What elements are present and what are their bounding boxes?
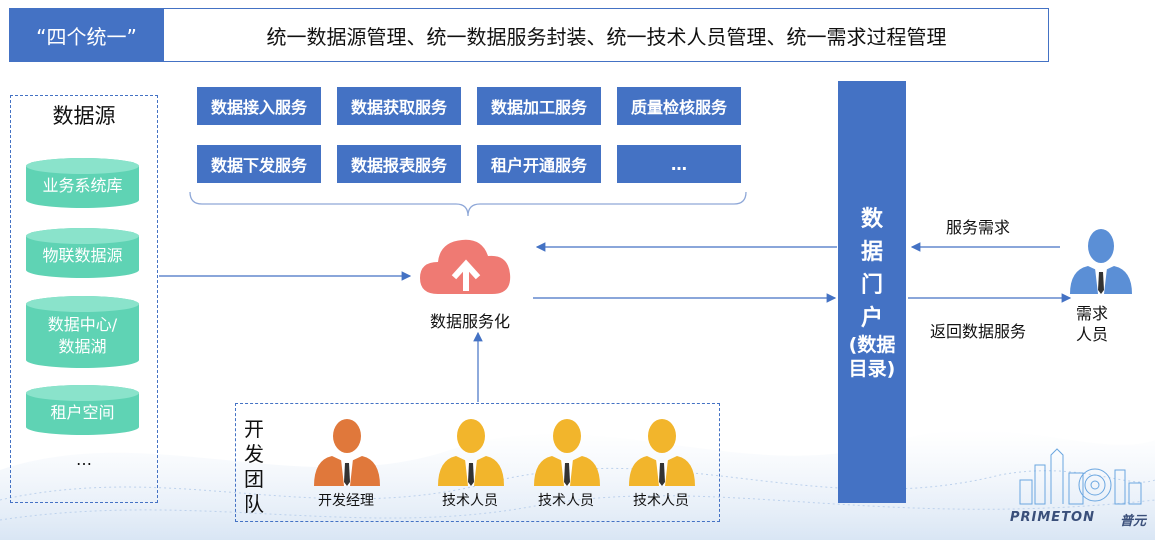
- member-label: 开发经理: [318, 493, 374, 509]
- service-quality-check: 质量检核服务: [617, 87, 741, 125]
- service-tenant-open: 租户开通服务: [477, 145, 601, 183]
- city-skyline-logo: [1019, 448, 1142, 505]
- portal-char: 据: [860, 240, 883, 265]
- service-data-process: 数据加工服务: [477, 87, 601, 125]
- logo-brand: PRIMETON: [1010, 510, 1095, 525]
- person-icon: [629, 419, 695, 486]
- cylinder-label: 物联数据源: [42, 246, 123, 265]
- cylinder-tenant-space: 租户空间: [26, 385, 139, 435]
- cloud-upload-icon: [420, 239, 511, 294]
- person-icon: [534, 419, 600, 486]
- person-icon: [1070, 229, 1132, 294]
- member-label: 技术人员: [633, 493, 689, 509]
- portal-char: 数: [860, 207, 883, 232]
- portal-char: 门: [860, 273, 883, 298]
- service-data-fetch: 数据获取服务: [337, 87, 461, 125]
- cylinder-label: 数据湖: [58, 337, 107, 356]
- cylinder-label: 数据中心/: [47, 315, 118, 334]
- requester-line2: 人员: [1076, 325, 1109, 344]
- header-bar: [9, 8, 1049, 62]
- person-icon: [438, 419, 504, 486]
- center-label: 数据服务化: [429, 312, 510, 331]
- service-more: …: [617, 145, 741, 183]
- portal-char: 户: [860, 306, 883, 331]
- cylinder-data-center: 数据中心/ 数据湖: [26, 296, 139, 368]
- portal-subtitle-line: 目录): [848, 358, 896, 380]
- logo-cn: 普元: [1120, 514, 1147, 529]
- services-brace: [189, 191, 747, 217]
- data-source-more: …: [76, 450, 92, 469]
- cylinder-label: 业务系统库: [42, 176, 123, 195]
- cylinder-business-db: 业务系统库: [26, 158, 139, 208]
- cylinder-label: 租户空间: [50, 403, 115, 422]
- service-data-report: 数据报表服务: [337, 145, 461, 183]
- data-source-title: 数据源: [52, 104, 116, 128]
- data-portal: [838, 81, 906, 503]
- return-label: 返回数据服务: [930, 322, 1027, 341]
- header-tag: “四个统一”: [9, 8, 164, 62]
- data-source-panel: [10, 95, 158, 503]
- service-data-ingest: 数据接入服务: [197, 87, 321, 125]
- dev-team-char: 队: [244, 492, 264, 516]
- dev-team-char: 开: [244, 417, 264, 441]
- service-data-distribute: 数据下发服务: [197, 145, 321, 183]
- request-label: 服务需求: [946, 218, 1011, 237]
- member-label: 技术人员: [442, 493, 498, 509]
- portal-subtitle-line: (数据: [848, 334, 896, 356]
- cylinder-iot-source: 物联数据源: [26, 228, 139, 278]
- member-label: 技术人员: [538, 493, 594, 509]
- requester-line1: 需求: [1076, 304, 1109, 323]
- portal-subtitle: (数据 目录): [838, 333, 906, 381]
- dev-team-panel: [235, 403, 720, 522]
- dev-team-char: 团: [244, 467, 264, 491]
- header-text: 统一数据源管理、统一数据服务封装、统一技术人员管理、统一需求过程管理: [266, 24, 947, 49]
- person-icon: [314, 419, 380, 486]
- dev-team-char: 发: [244, 442, 264, 466]
